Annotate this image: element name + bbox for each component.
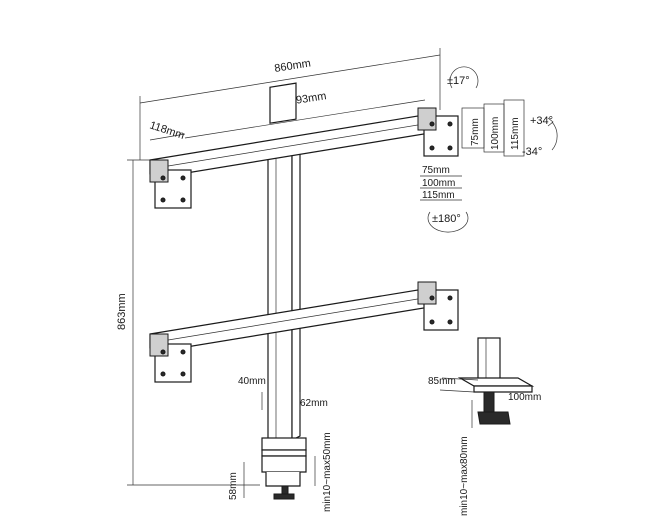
vesa-115-h-label: 115mm <box>422 190 455 201</box>
rotate-group: ±180° <box>427 211 469 233</box>
vesa-plate-bottom-left <box>149 333 192 383</box>
vesa-plate-top-right <box>417 107 459 157</box>
vesa-plate-bottom-right <box>417 281 459 331</box>
dim-863-group: 863mm <box>116 159 260 486</box>
grommet-detail: 85mm 100mm min10~max80mm <box>428 337 541 516</box>
pole <box>261 145 307 457</box>
dim-863-label: 863mm <box>116 293 128 330</box>
vesa-115-v-label: 115mm <box>510 117 521 150</box>
vesa-plate-top-left <box>149 159 192 209</box>
vesa-dims: 75mm 100mm 115mm 75mm 100mm 115mm <box>420 99 525 201</box>
grommet-100-label: 100mm <box>508 392 541 403</box>
grommet-85-label: 85mm <box>428 376 456 387</box>
desk-clamp: 58mm min10~max50mm <box>228 432 333 512</box>
rotate-label: ±180° <box>432 213 461 225</box>
vesa-75-h-label: 75mm <box>422 165 450 176</box>
swivel-minus-label: -34° <box>522 146 542 158</box>
grommet-range-label: min10~max80mm <box>459 436 470 516</box>
clamp-range-label: min10~max50mm <box>322 432 333 512</box>
vesa-100-h-label: 100mm <box>422 178 455 189</box>
dim-118-label: 118mm <box>148 119 186 141</box>
dim-118-group: 118mm <box>148 119 186 141</box>
dim-860-group: 860mm <box>139 48 441 160</box>
dim-860-label: 860mm <box>274 57 312 75</box>
swivel-group: +34° -34° <box>522 115 558 158</box>
pole-62-label: 62mm <box>300 398 328 409</box>
tilt-label: ±17° <box>447 75 470 87</box>
pole-base-dims: 40mm 62mm <box>238 376 328 410</box>
clamp-58-label: 58mm <box>228 472 239 500</box>
pole-40-label: 40mm <box>238 376 266 387</box>
vesa-75-v-label: 75mm <box>470 118 481 146</box>
swivel-plus-label: +34° <box>530 115 553 127</box>
tilt-group: ±17° <box>447 66 479 89</box>
vesa-100-v-label: 100mm <box>490 117 501 150</box>
